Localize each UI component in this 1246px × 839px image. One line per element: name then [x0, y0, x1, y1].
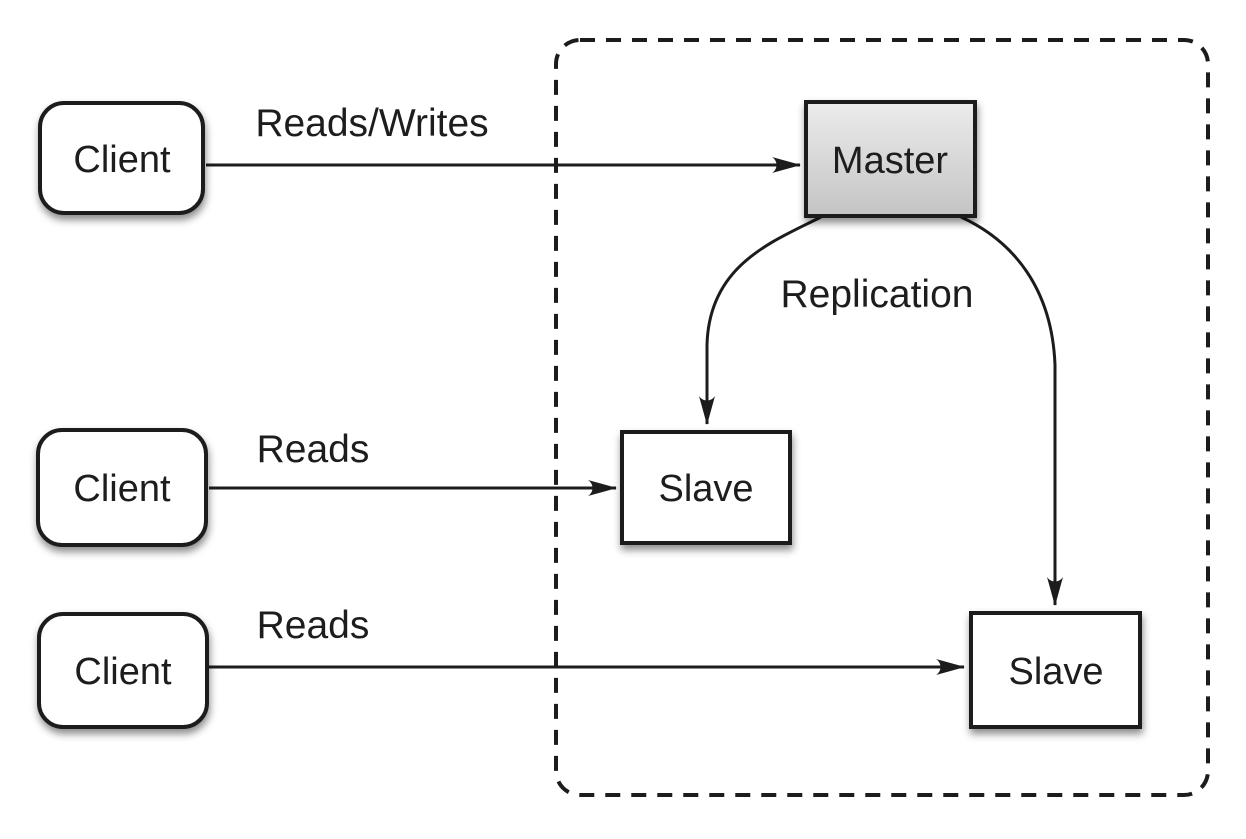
client-1-label: Client	[73, 139, 171, 181]
client-1-node: Client	[38, 101, 205, 215]
reads-bottom-label: Reads	[257, 604, 370, 647]
slave-2-node: Slave	[969, 611, 1142, 729]
client-3-node: Client	[37, 612, 209, 729]
slave-2-label: Slave	[1008, 651, 1103, 693]
replication-left-arrow	[699, 215, 822, 425]
replication-right-arrow	[960, 215, 1063, 606]
client-3-label: Client	[74, 651, 172, 693]
slave-1-label: Slave	[658, 468, 753, 510]
replication-cluster-boundary	[554, 38, 1210, 797]
client-2-node: Client	[36, 428, 208, 547]
slave-1-node: Slave	[620, 430, 792, 545]
replication-label: Replication	[781, 273, 974, 316]
client-3-box	[37, 612, 209, 729]
reads-writes-label: Reads/Writes	[255, 102, 488, 145]
client-2-box	[36, 428, 208, 547]
slave-1-box	[620, 430, 792, 545]
client-2-label: Client	[73, 468, 171, 510]
client-1-box	[38, 101, 205, 215]
master-box	[804, 100, 977, 218]
reads-mid-label: Reads	[257, 428, 370, 471]
slave-2-box	[969, 611, 1142, 729]
master-node: Master	[804, 100, 977, 218]
master-label: Master	[832, 140, 948, 182]
